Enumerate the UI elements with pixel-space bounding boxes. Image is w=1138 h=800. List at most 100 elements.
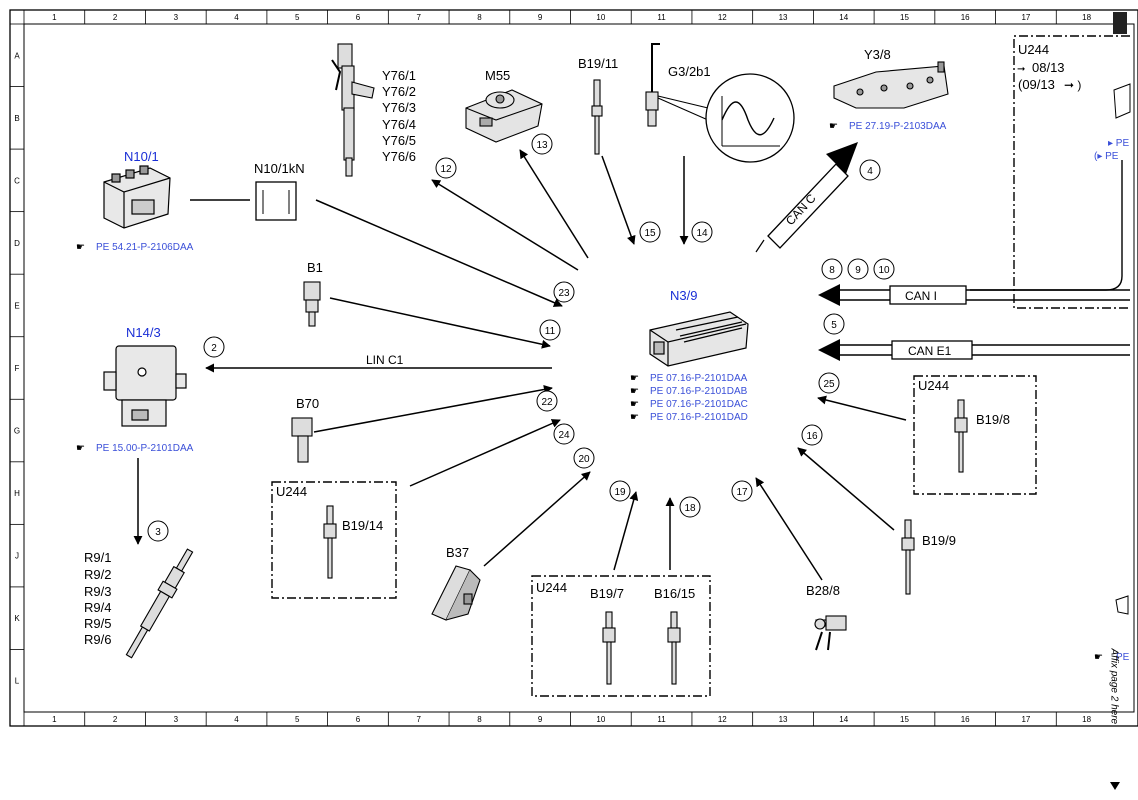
arrow-12 [431, 179, 579, 271]
bus-can-c[interactable]: CAN C [755, 142, 858, 253]
callout-16: 16 [801, 424, 823, 446]
diagram-frame: 1122334455667788991010111112121313141415… [9, 9, 1138, 727]
sensor-b1-icon [303, 281, 321, 327]
component-n10-1[interactable]: N10/1 ☛ PE 54.21-P-2106DAA [76, 149, 194, 253]
b37-label: B37 [446, 545, 469, 560]
u244-top-line-4[interactable]: (▸ PE [1094, 151, 1119, 162]
row-label: B [14, 114, 19, 123]
column-label: 9 [538, 13, 543, 22]
component-b28-8[interactable]: B28/8 [806, 583, 847, 651]
n10-1-ref[interactable]: PE 54.21-P-2106DAA [96, 242, 194, 253]
temperature-sensor-icon [323, 505, 337, 579]
component-b19-9[interactable]: B19/9 [901, 519, 956, 595]
bus-can-i[interactable]: CAN I [818, 284, 1130, 306]
b19-9-label: B19/9 [922, 533, 956, 548]
column-ruler: 1122334455667788991010111112121313141415… [23, 10, 1092, 726]
fuse-box-icon [103, 165, 171, 229]
arrow-25 [817, 395, 907, 421]
injector-icon [331, 43, 375, 177]
u244-b19-8-label: U244 [918, 378, 949, 393]
callout-25-text: 25 [823, 379, 835, 390]
can-i-label: CAN I [905, 289, 937, 303]
component-y3-8[interactable]: Y3/8 ☛ PE 27.19-P-2103DAA [829, 47, 949, 132]
row-label: A [14, 51, 20, 60]
ecu-n3-9[interactable]: N3/9 ☛ PE 07.16-P-2101DAA ☛ PE 07.16-P-2… [630, 288, 749, 423]
y3-8-ref[interactable]: PE 27.19-P-2103DAA [849, 121, 947, 132]
row-label: D [14, 239, 20, 248]
corner-mark-icon [1113, 12, 1127, 34]
component-b70[interactable]: B70 [291, 396, 319, 463]
right-edge-ref[interactable]: PE [1116, 652, 1130, 663]
ecu-ref-4[interactable]: PE 07.16-P-2101DAD [650, 412, 748, 423]
b19-8-label: B19/8 [976, 412, 1010, 427]
callout-10: 10 [873, 258, 895, 280]
callout-4: 4 [859, 159, 881, 181]
triangle-down-icon [1110, 782, 1120, 790]
column-label: 3 [174, 715, 179, 724]
partial-component-icon [1115, 595, 1129, 615]
callout-12: 12 [435, 157, 457, 179]
callout-17-text: 17 [736, 487, 748, 498]
oxygen-sensor-icon [645, 43, 660, 127]
callout-14: 14 [691, 221, 713, 243]
n14-3-label: N14/3 [126, 325, 161, 340]
column-label: 6 [356, 13, 361, 22]
callout-14-text: 14 [696, 228, 708, 239]
callout-2-text: 2 [211, 343, 217, 354]
column-label: 10 [596, 13, 605, 22]
n14-3-ref[interactable]: PE 15.00-P-2101DAA [96, 443, 194, 454]
g3-2b1-label: G3/2b1 [668, 64, 711, 79]
component-b1[interactable]: B1 [303, 260, 323, 327]
callout-20-text: 20 [578, 454, 590, 465]
arrow-19 [613, 491, 639, 571]
callout-19-text: 19 [614, 487, 626, 498]
u244-b19-14-group[interactable]: U244 B19/14 [271, 481, 397, 599]
doc-ref-icon: ☛ [829, 121, 838, 132]
callout-2: 2 [203, 336, 225, 358]
u244-top-right-group[interactable]: U244 ➞ 08/13 (09/13 ➞ ) ▸ PE (▸ PE [970, 35, 1131, 309]
u244-bottom-group[interactable]: U244 B19/7 B16/15 [531, 575, 711, 697]
callout-18-text: 18 [684, 503, 696, 514]
column-label: 17 [1021, 715, 1030, 724]
u244-top-line-3[interactable]: ▸ PE [1108, 138, 1129, 149]
ecu-ref-1[interactable]: PE 07.16-P-2101DAA [650, 373, 748, 384]
arrow-23 [315, 199, 563, 307]
bus-lin-c1[interactable]: LIN C1 [205, 353, 552, 373]
callout-line [657, 97, 709, 121]
column-label: 5 [295, 715, 300, 724]
column-label: 4 [234, 715, 239, 724]
callout-5-text: 5 [831, 320, 837, 331]
callout-markers: 2 3 4 5 8 9 10 11 12 13 14 15 16 17 18 1… [147, 133, 895, 542]
component-m55[interactable]: M55 [465, 68, 543, 143]
callout-8-text: 8 [829, 265, 835, 276]
component-g3-2b1[interactable]: G3/2b1 [645, 43, 795, 163]
arrow-17 [755, 477, 823, 581]
n10-1kn-label: N10/1kN [254, 161, 305, 176]
callout-15: 15 [639, 221, 661, 243]
component-b19-11[interactable]: B19/11 [578, 56, 618, 155]
r9-label-5: R9/5 [84, 616, 111, 631]
doc-ref-icon: ☛ [630, 386, 639, 397]
column-label: 12 [718, 13, 727, 22]
temperature-sensor-icon [901, 519, 915, 595]
component-n14-3[interactable]: N14/3 ☛ PE 15.00-P-2101DAA [76, 325, 194, 454]
bus-can-e1[interactable]: CAN E1 [818, 339, 1130, 361]
column-label: 2 [113, 715, 118, 724]
callout-24-text: 24 [558, 430, 570, 441]
component-n10-1kn[interactable]: N10/1kN [254, 161, 305, 221]
row-label: C [14, 176, 20, 185]
component-r9[interactable]: R9/1 R9/2 R9/3 R9/4 R9/5 R9/6 [84, 547, 197, 661]
signal-waveform-icon [705, 73, 795, 163]
y76-label-6: Y76/6 [382, 149, 416, 164]
y3-8-label: Y3/8 [864, 47, 891, 62]
callout-11-text: 11 [545, 326, 556, 337]
ecu-ref-2[interactable]: PE 07.16-P-2101DAB [650, 386, 748, 397]
u244-b19-8-group[interactable]: U244 B19/8 [913, 375, 1037, 495]
row-label: G [14, 427, 20, 436]
temperature-sensor-icon [591, 79, 603, 155]
arrow-right-icon: ➞ ) [1064, 78, 1081, 92]
ecu-ref-3[interactable]: PE 07.16-P-2101DAC [650, 399, 748, 410]
component-y76[interactable]: Y76/1 Y76/2 Y76/3 Y76/4 Y76/5 Y76/6 [331, 43, 416, 177]
arrow-right-icon: ➞ [1017, 64, 1025, 75]
component-b37[interactable]: B37 [431, 545, 481, 621]
